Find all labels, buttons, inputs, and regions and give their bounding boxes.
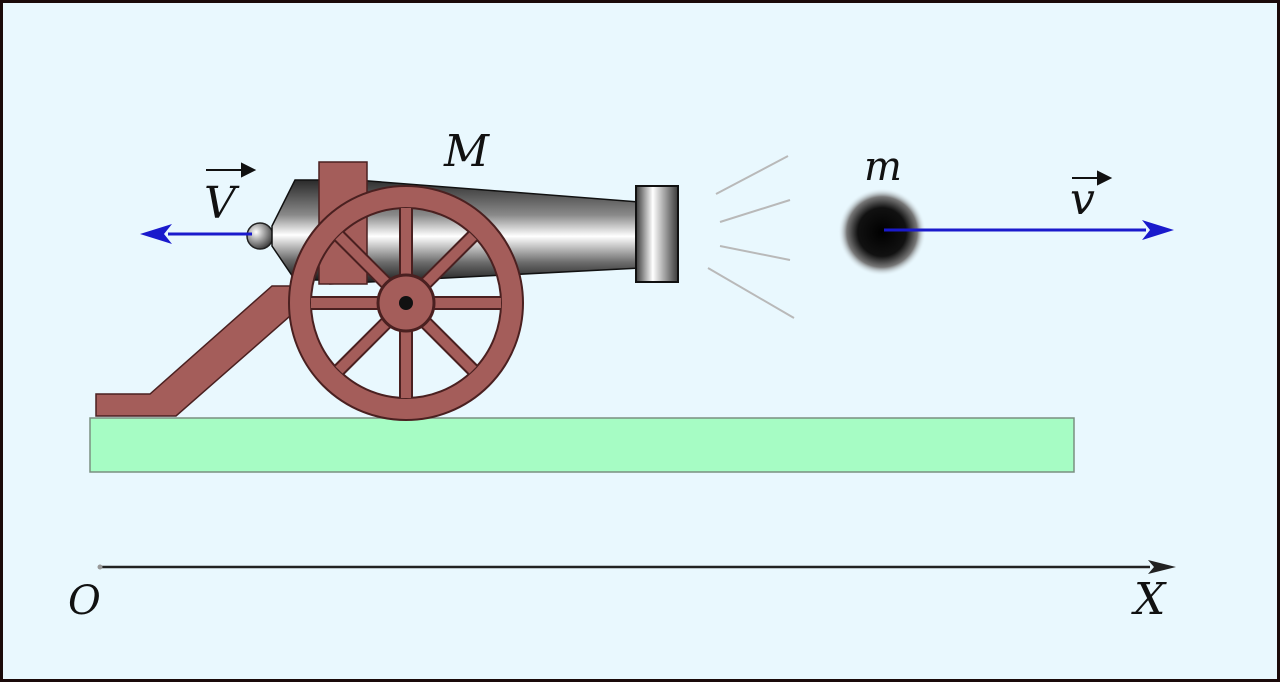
axis-label: X bbox=[1131, 574, 1167, 625]
cannon-velocity-label: V bbox=[204, 178, 240, 229]
cannon-muzzle bbox=[635, 185, 679, 283]
wheel-rim-fill bbox=[290, 187, 522, 419]
cannon-knob bbox=[246, 222, 274, 250]
x-axis bbox=[97, 560, 1176, 574]
wheel-icon bbox=[288, 185, 524, 421]
cannon-mass-label: M bbox=[443, 126, 490, 177]
ball-velocity-arrow bbox=[884, 220, 1174, 240]
cannon-velocity-arrow bbox=[140, 224, 252, 244]
wheel-axle bbox=[399, 296, 413, 310]
cannonball-icon bbox=[838, 188, 926, 276]
ball-velocity-label: v bbox=[1070, 174, 1095, 225]
ball-mass-label: m bbox=[864, 144, 902, 190]
vector-overbar-v bbox=[1072, 170, 1113, 186]
origin-label: O bbox=[68, 578, 101, 624]
ground-surface bbox=[89, 417, 1075, 473]
muzzle-blast-lines bbox=[707, 155, 795, 319]
vector-overbar-V bbox=[206, 162, 257, 178]
